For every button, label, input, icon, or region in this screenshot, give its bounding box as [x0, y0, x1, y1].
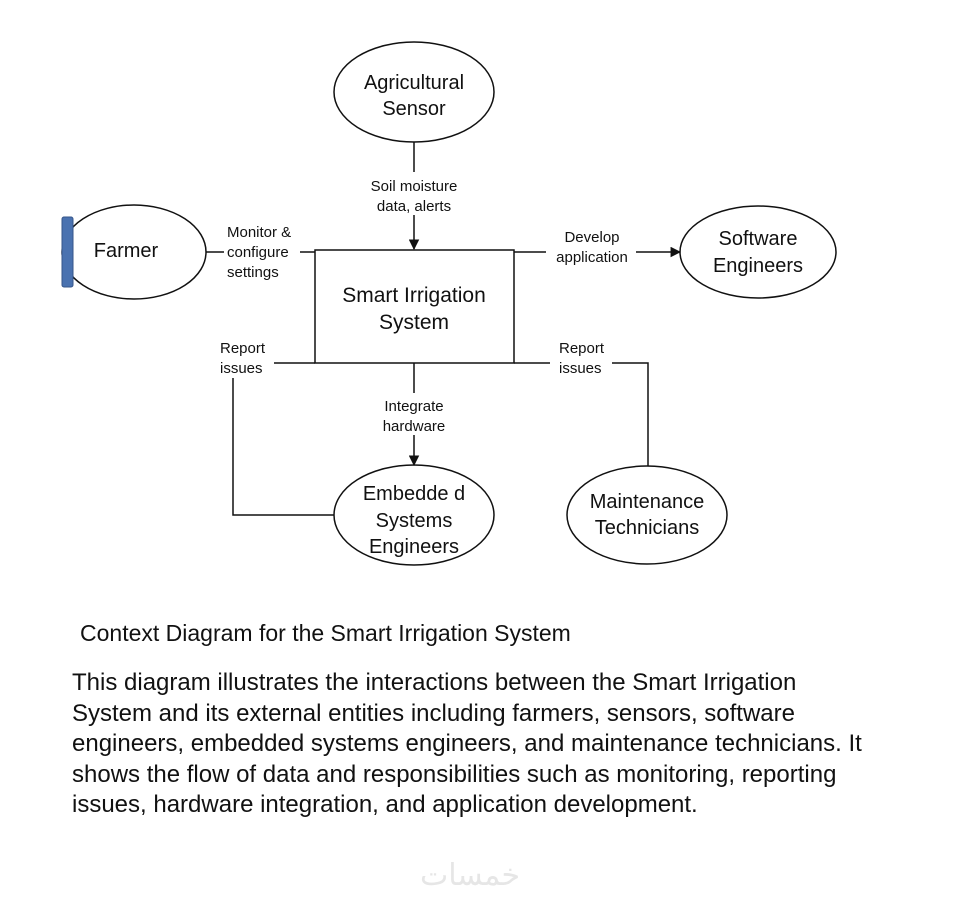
entity-software-engineers: Software Engineers	[679, 205, 837, 299]
flow-software-label-line2: application	[556, 249, 628, 266]
flow-embedded-report-issues: Report issues	[220, 340, 334, 516]
software-label-line2: Engineers	[713, 255, 803, 277]
entity-embedded-systems-engineers: Embedde d Systems Engineers	[333, 464, 495, 566]
flow-embedded-report-label-line2: issues	[220, 360, 263, 377]
flow-sensor-label-line1: Soil moisture	[371, 178, 458, 195]
flow-farmer-to-system: Monitor & configure settings	[206, 224, 315, 281]
sensor-label-line2: Sensor	[382, 98, 446, 120]
sensor-label-line1: Agricultural	[364, 72, 464, 94]
context-diagram: Smart Irrigation System Agricultural Sen…	[61, 41, 837, 566]
system-label-line1: Smart Irrigation	[342, 284, 486, 307]
diagram-description: This diagram illustrates the interaction…	[72, 669, 862, 818]
flow-hardware-label-line2: hardware	[383, 418, 446, 435]
farmer-label: Farmer	[94, 240, 159, 262]
embedded-label-line2: Systems	[376, 510, 453, 532]
entity-maintenance-technicians: Maintenance Technicians	[566, 465, 728, 565]
flow-software-label-line1: Develop	[564, 229, 619, 246]
watermark-logo: خمسات	[420, 858, 521, 893]
maintenance-label-line1: Maintenance	[590, 491, 705, 513]
embedded-label-line3: Engineers	[369, 536, 459, 558]
flow-maintenance-report-issues: Report issues	[514, 340, 649, 466]
entity-farmer: Farmer	[61, 204, 207, 300]
flow-system-to-embedded: Integrate hardware	[383, 363, 446, 467]
software-label-line1: Software	[719, 228, 798, 250]
flow-maintenance-report-label-line2: issues	[559, 360, 602, 377]
flow-farmer-label-line1: Monitor &	[227, 224, 291, 241]
diagram-caption: Context Diagram for the Smart Irrigation…	[80, 620, 571, 646]
embedded-label-line1: Embedde d	[363, 483, 465, 505]
maintenance-label-line2: Technicians	[595, 517, 700, 539]
flow-sensor-to-system: Soil moisture data, alerts	[371, 142, 458, 251]
flow-maintenance-report-label-line1: Report	[559, 340, 605, 357]
flow-sensor-label-line2: data, alerts	[377, 198, 451, 215]
flow-hardware-label-line1: Integrate	[384, 398, 443, 415]
system-process-box: Smart Irrigation System	[314, 249, 515, 364]
flow-system-to-software: Develop application	[514, 229, 682, 266]
entity-agricultural-sensor: Agricultural Sensor	[333, 41, 495, 143]
farmer-actor-bar	[61, 216, 74, 288]
system-label-line2: System	[379, 311, 449, 334]
flow-embedded-report-label-line1: Report	[220, 340, 266, 357]
flow-farmer-label-line2: configure	[227, 244, 289, 261]
flow-farmer-label-line3: settings	[227, 264, 279, 281]
